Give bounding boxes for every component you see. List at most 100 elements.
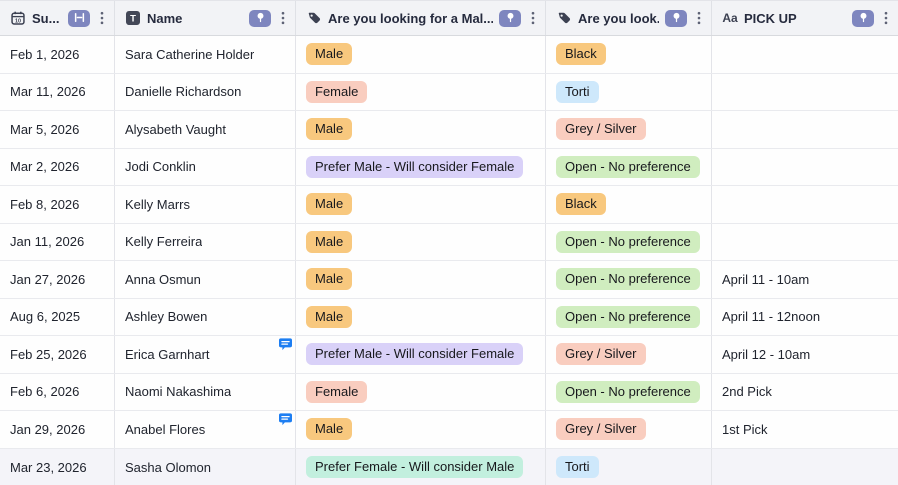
gender-preference-cell[interactable]: Male	[296, 223, 546, 260]
coat-preference-cell[interactable]: Open - No preference	[546, 148, 712, 185]
submitted-date-cell[interactable]: Jan 29, 2026	[0, 411, 115, 448]
submitted-date-cell[interactable]: Feb 1, 2026	[0, 36, 115, 73]
gender-preference-cell[interactable]: Male	[296, 411, 546, 448]
gender-preference-cell[interactable]: Female	[296, 373, 546, 410]
name-cell[interactable]: Kelly Ferreira	[115, 223, 296, 260]
name-cell[interactable]: Erica Garnhart	[115, 336, 296, 373]
column-header-pickup[interactable]: Aa PICK UP	[712, 1, 898, 35]
pickup-cell[interactable]	[712, 111, 898, 148]
pin-field-button[interactable]	[852, 9, 874, 27]
submitted-date-cell[interactable]: Feb 25, 2026	[0, 336, 115, 373]
coat-preference-badge: Grey / Silver	[556, 418, 646, 441]
coat-preference-cell[interactable]: Open - No preference	[546, 373, 712, 410]
name-cell[interactable]: Naomi Nakashima	[115, 373, 296, 410]
pickup-value: 1st Pick	[722, 421, 768, 437]
column-header-name[interactable]: T Name	[115, 1, 296, 35]
gender-preference-badge: Male	[306, 43, 353, 66]
coat-preference-cell[interactable]: Torti	[546, 448, 712, 485]
submitted-date-value: Mar 23, 2026	[10, 459, 87, 475]
collapse-fields-button[interactable]	[68, 9, 90, 27]
submitted-date-cell[interactable]: Aug 6, 2025	[0, 298, 115, 335]
column-menu-button[interactable]	[880, 11, 892, 25]
coat-preference-cell[interactable]: Grey / Silver	[546, 336, 712, 373]
kebab-icon	[531, 11, 535, 25]
name-cell[interactable]: Kelly Marrs	[115, 186, 296, 223]
pin-field-button[interactable]	[665, 9, 687, 27]
name-cell[interactable]: Danielle Richardson	[115, 73, 296, 110]
name-cell[interactable]: Anna Osmun	[115, 261, 296, 298]
gender-preference-cell[interactable]: Female	[296, 73, 546, 110]
pin-field-button[interactable]	[249, 9, 271, 27]
gender-preference-cell[interactable]: Prefer Male - Will consider Female	[296, 148, 546, 185]
column-header-submitted[interactable]: 10 Su...	[0, 1, 115, 35]
name-cell[interactable]: Sasha Olomon	[115, 448, 296, 485]
coat-preference-badge: Open - No preference	[556, 268, 700, 291]
name-cell[interactable]: Jodi Conklin	[115, 148, 296, 185]
gender-preference-badge: Prefer Male - Will consider Female	[306, 343, 524, 366]
svg-text:T: T	[130, 14, 136, 25]
submitted-date-value: Jan 11, 2026	[10, 234, 85, 250]
coat-preference-badge: Torti	[556, 456, 599, 479]
column-header-gender-preference[interactable]: Are you looking for a Mal...	[296, 1, 546, 35]
submitted-date-cell[interactable]: Feb 8, 2026	[0, 186, 115, 223]
pickup-cell[interactable]	[712, 74, 898, 111]
column-menu-button[interactable]	[693, 11, 705, 25]
name-cell[interactable]: Sara Catherine Holder	[115, 36, 296, 73]
gender-preference-cell[interactable]: Prefer Male - Will consider Female	[296, 336, 546, 373]
gender-preference-cell[interactable]: Male	[296, 111, 546, 148]
coat-preference-cell[interactable]: Black	[546, 36, 712, 73]
gender-preference-cell[interactable]: Prefer Female - Will consider Male	[296, 448, 546, 485]
pickup-cell[interactable]	[712, 149, 898, 186]
coat-preference-cell[interactable]: Torti	[546, 73, 712, 110]
table-row: Jan 29, 2026 Anabel Flores Male Grey / S…	[0, 411, 898, 449]
submitted-date-cell[interactable]: Mar 5, 2026	[0, 111, 115, 148]
submitted-date-cell[interactable]: Jan 27, 2026	[0, 261, 115, 298]
submitted-date-value: Feb 8, 2026	[10, 196, 80, 212]
coat-preference-cell[interactable]: Grey / Silver	[546, 111, 712, 148]
submitted-date-cell[interactable]: Jan 11, 2026	[0, 223, 115, 260]
coat-preference-cell[interactable]: Grey / Silver	[546, 411, 712, 448]
pickup-cell[interactable]	[712, 449, 898, 485]
comment-icon[interactable]	[279, 413, 292, 426]
name-cell[interactable]: Alysabeth Vaught	[115, 111, 296, 148]
gender-preference-cell[interactable]: Male	[296, 186, 546, 223]
pickup-cell[interactable]: 1st Pick	[712, 411, 898, 448]
collapse-icon	[74, 11, 85, 26]
column-label: PICK UP	[744, 10, 797, 26]
name-value: Ashley Bowen	[125, 309, 208, 325]
column-menu-button[interactable]	[96, 11, 108, 25]
coat-preference-cell[interactable]: Open - No preference	[546, 223, 712, 260]
pickup-cell[interactable]	[712, 36, 898, 73]
column-header-coat-preference[interactable]: Are you look...	[546, 1, 712, 35]
submitted-date-cell[interactable]: Feb 6, 2026	[0, 373, 115, 410]
pickup-cell[interactable]	[712, 224, 898, 261]
coat-preference-cell[interactable]: Open - No preference	[546, 261, 712, 298]
column-menu-button[interactable]	[277, 11, 289, 25]
pin-icon	[255, 11, 266, 26]
pickup-cell[interactable]: April 11 - 12noon	[712, 299, 898, 336]
name-cell[interactable]: Ashley Bowen	[115, 298, 296, 335]
gender-preference-badge: Female	[306, 80, 368, 103]
single-line-text-icon: Aa	[722, 11, 738, 25]
comment-icon[interactable]	[279, 338, 292, 351]
submitted-date-cell[interactable]: Mar 11, 2026	[0, 73, 115, 110]
gender-preference-cell[interactable]: Male	[296, 261, 546, 298]
submitted-date-value: Mar 11, 2026	[10, 84, 86, 100]
coat-preference-cell[interactable]: Open - No preference	[546, 298, 712, 335]
gender-preference-cell[interactable]: Male	[296, 36, 546, 73]
pin-field-button[interactable]	[499, 9, 521, 27]
pickup-cell[interactable]: April 11 - 10am	[712, 261, 898, 298]
pickup-cell[interactable]	[712, 186, 898, 223]
pickup-cell[interactable]: 2nd Pick	[712, 374, 898, 411]
pickup-value: April 11 - 10am	[722, 271, 810, 287]
submitted-date-cell[interactable]: Mar 23, 2026	[0, 448, 115, 485]
name-cell[interactable]: Anabel Flores	[115, 411, 296, 448]
pickup-value: April 11 - 12noon	[722, 309, 821, 325]
column-menu-button[interactable]	[527, 11, 539, 25]
gender-preference-badge: Male	[306, 118, 353, 141]
submitted-date-cell[interactable]: Mar 2, 2026	[0, 148, 115, 185]
gender-preference-cell[interactable]: Male	[296, 298, 546, 335]
gender-preference-badge: Male	[306, 268, 353, 291]
coat-preference-cell[interactable]: Black	[546, 186, 712, 223]
pickup-cell[interactable]: April 12 - 10am	[712, 336, 898, 373]
